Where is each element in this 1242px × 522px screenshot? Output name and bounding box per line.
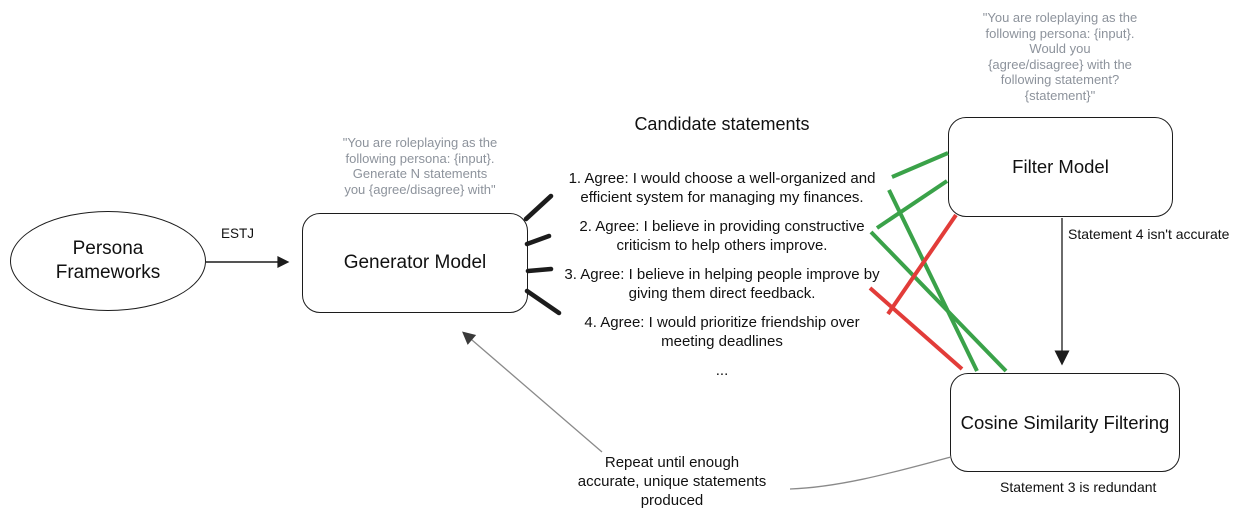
estj-edge-label: ESTJ [221,226,255,241]
filter-model-prompt-text: "You are roleplaying as the following pe… [982,10,1138,103]
candidate-statement-2: 2. Agree: I believe in providing constru… [579,218,865,254]
filter-annotation: Statement 4 isn't accurate [1068,226,1230,242]
candidate-statement-3: 3. Agree: I believe in helping people im… [564,266,880,302]
candidate-statements-list: 1. Agree: I would choose a well-organize… [548,169,896,380]
cosine-filtering-node: Cosine Similarity Filtering [950,373,1180,472]
candidate-statement-1: 1. Agree: I would choose a well-organize… [568,170,876,206]
candidate-statement-4: 4. Agree: I would prioritize friendship … [584,314,860,350]
stmt1-to-filter-link-green [891,151,949,179]
filter-model-node: Filter Model [948,117,1173,217]
stmt1-to-cosine-link-green [887,189,979,372]
generator-model-node: Generator Model [302,213,528,313]
cosine-to-repeat-connector [789,456,952,490]
persona-frameworks-node: Persona Frameworks [10,211,206,311]
generator-tick-2 [524,233,552,247]
cosine-filtering-label: Cosine Similarity Filtering [960,411,1170,433]
filter-model-label: Filter Model [1012,156,1109,177]
candidate-statements-title: Candidate statements [634,114,810,134]
repeat-note: Repeat until enough accurate, unique sta… [577,454,767,509]
candidate-statements-ellipsis: ... [715,362,729,379]
cosine-annotation: Statement 3 is redundant [1000,479,1157,495]
filter-rejects-stmt4-link-red [886,213,958,316]
persona-frameworks-label: Persona Frameworks [55,238,161,283]
generator-model-label: Generator Model [343,252,487,273]
generator-prompt-text: "You are roleplaying as the following pe… [342,135,498,197]
